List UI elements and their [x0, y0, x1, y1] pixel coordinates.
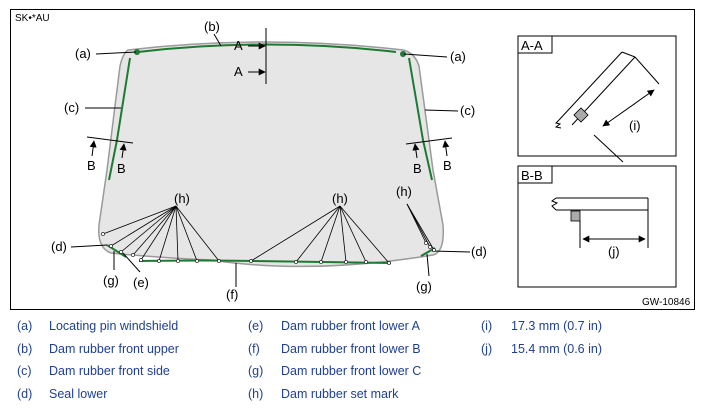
windshield-diagram: SK•*AU GW-10846 A A B B B B [10, 9, 695, 310]
callout-f: (f) [226, 287, 238, 302]
section-bb-title: B-B [521, 168, 543, 183]
section-b-cut-line-left [86, 136, 134, 144]
callout-d-left: (d) [51, 239, 67, 254]
callout-h-left: (h) [174, 191, 190, 206]
section-aa-title: A-A [521, 38, 543, 53]
legend-key: (g) [248, 364, 264, 378]
set-mark-leaders [102, 203, 435, 264]
legend-text: Dam rubber front lower C [281, 364, 422, 378]
figure-id: GW-10846 [642, 297, 691, 308]
legend-text: Locating pin windshield [49, 319, 179, 333]
section-b-label-right-2: B [443, 158, 452, 173]
legend-key: (j) [481, 342, 493, 356]
callout-g-left: (g) [103, 273, 119, 288]
legend-text: Dam rubber front lower A [281, 319, 420, 333]
legend-text: 17.3 mm (0.7 in) [511, 319, 603, 333]
callout-h-right: (h) [396, 184, 412, 199]
legend-text: Dam rubber front upper [49, 342, 179, 356]
callout-a-left: (a) [75, 46, 91, 61]
section-view-bb: B-B (j) [517, 165, 677, 288]
legend-key: (i) [481, 319, 493, 333]
section-b-label-left-1: B [87, 158, 96, 173]
section-view-aa: A-A (i) [517, 35, 677, 163]
callout-c-left: (c) [64, 100, 79, 115]
section-b-label-right-1: B [413, 161, 422, 176]
legend-text: Seal lower [49, 387, 108, 401]
legend-key: (h) [248, 387, 264, 401]
legend-key: (c) [17, 364, 32, 378]
legend-key: (e) [248, 319, 264, 333]
dam-rubber-front-upper [137, 43, 397, 53]
dam-rubber-front-side-right [408, 57, 433, 181]
set-mark-dots [101, 232, 436, 265]
callout-e: (e) [133, 275, 149, 290]
callout-d-right: (d) [471, 244, 487, 259]
section-b-label-left-2: B [117, 161, 126, 176]
diagram-canvas: SK•*AU GW-10846 A A B B B B [15, 13, 691, 308]
callout-b: (b) [204, 19, 220, 34]
model-code: SK•*AU [15, 13, 50, 24]
callout-j: (j) [608, 244, 620, 259]
section-b-cut-line-right [405, 137, 453, 145]
callout-g-right: (g) [416, 279, 432, 294]
callout-c-right: (c) [460, 103, 475, 118]
callout-i: (i) [629, 118, 641, 133]
dam-rubber-front-side-left [108, 57, 131, 181]
legend-text: Dam rubber front lower B [281, 342, 421, 356]
legend-key: (d) [17, 387, 33, 401]
legend-key: (f) [248, 342, 260, 356]
section-a-label-top: A [234, 38, 243, 53]
legend-key: (b) [17, 342, 33, 356]
section-a-label-bottom: A [234, 64, 243, 79]
legend-key: (a) [17, 319, 33, 333]
legend-text: 15.4 mm (0.6 in) [511, 342, 603, 356]
locating-pin-right [400, 51, 406, 57]
legend-text: Dam rubber set mark [281, 387, 399, 401]
locating-pin-left [134, 49, 140, 55]
windshield-glass [98, 41, 445, 268]
callout-a-right: (a) [450, 49, 466, 64]
callout-h-center: (h) [332, 191, 348, 206]
legend-text: Dam rubber front side [49, 364, 170, 378]
